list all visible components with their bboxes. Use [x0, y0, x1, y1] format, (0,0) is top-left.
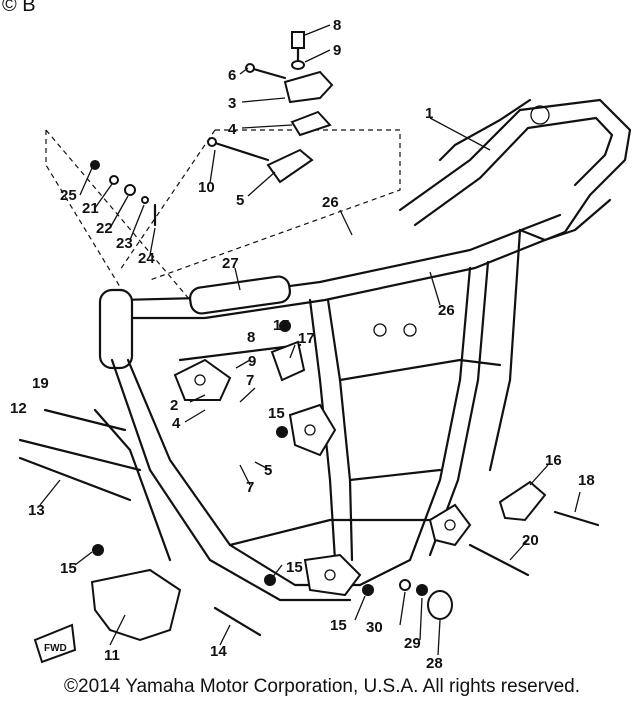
bolt-top — [291, 31, 305, 49]
callout-1: 1 — [425, 105, 433, 122]
callout-6: 6 — [228, 67, 236, 84]
callout-28: 28 — [426, 655, 443, 670]
callout-23: 23 — [116, 235, 133, 252]
callout-14: 14 — [210, 643, 227, 660]
callout-15a: 15 — [60, 560, 77, 577]
callout-30: 30 — [366, 619, 383, 636]
callout-15b: 15 — [273, 317, 290, 334]
cap-28 — [427, 590, 453, 620]
callout-9a: 9 — [333, 42, 341, 59]
corner-watermark: © B — [2, 0, 36, 16]
callout-15e: 15 — [330, 617, 347, 634]
callout-7a: 7 — [246, 372, 254, 389]
exploded-view-outline — [45, 129, 401, 301]
callout-11: 11 — [104, 647, 120, 664]
callout-15d: 15 — [286, 559, 303, 576]
callout-18: 18 — [578, 472, 595, 489]
callout-19: 19 — [32, 375, 49, 392]
fwd-arrow: FWD — [33, 623, 77, 664]
skid-plate — [90, 568, 182, 642]
callout-2: 2 — [170, 397, 178, 414]
leader-lines — [39, 24, 581, 656]
motorcycle-frame — [93, 98, 632, 602]
callout-5b: 5 — [264, 462, 272, 479]
callout-4a: 4 — [228, 121, 237, 138]
callout-12: 12 — [10, 400, 27, 417]
callout-10: 10 — [198, 179, 215, 196]
copyright-notice: ©2014 Yamaha Motor Corporation, U.S.A. A… — [64, 676, 580, 697]
callout-29: 29 — [404, 635, 421, 652]
callout-5a: 5 — [236, 192, 244, 209]
callout-24: 24 — [138, 250, 155, 267]
callout-3: 3 — [228, 95, 236, 112]
callout-7b: 7 — [246, 479, 254, 496]
callout-22: 22 — [96, 220, 113, 237]
callout-21: 21 — [82, 200, 99, 217]
head-tube — [98, 288, 134, 370]
callout-27: 27 — [222, 255, 239, 272]
callout-26a: 26 — [322, 194, 339, 211]
hardware-parts — [18, 31, 600, 642]
callout-15c: 15 — [268, 405, 285, 422]
frame-parts-diagram: FWD — [10, 17, 632, 670]
callout-4b: 4 — [172, 415, 181, 432]
callout-13: 13 — [28, 502, 45, 519]
top-gusset-tube — [189, 275, 291, 315]
callout-16: 16 — [545, 452, 562, 469]
fwd-label: FWD — [44, 643, 67, 654]
callout-25: 25 — [60, 187, 77, 204]
callout-20: 20 — [522, 532, 539, 549]
callout-numbers: 1 2 3 4 4 5 5 6 7 7 8 8 9 9 10 11 12 13 … — [10, 17, 595, 670]
callout-8b: 8 — [247, 329, 255, 346]
callout-17: 17 — [298, 330, 315, 347]
callout-26b: 26 — [438, 302, 455, 319]
callout-8a: 8 — [333, 17, 341, 34]
callout-9b: 9 — [248, 353, 256, 370]
